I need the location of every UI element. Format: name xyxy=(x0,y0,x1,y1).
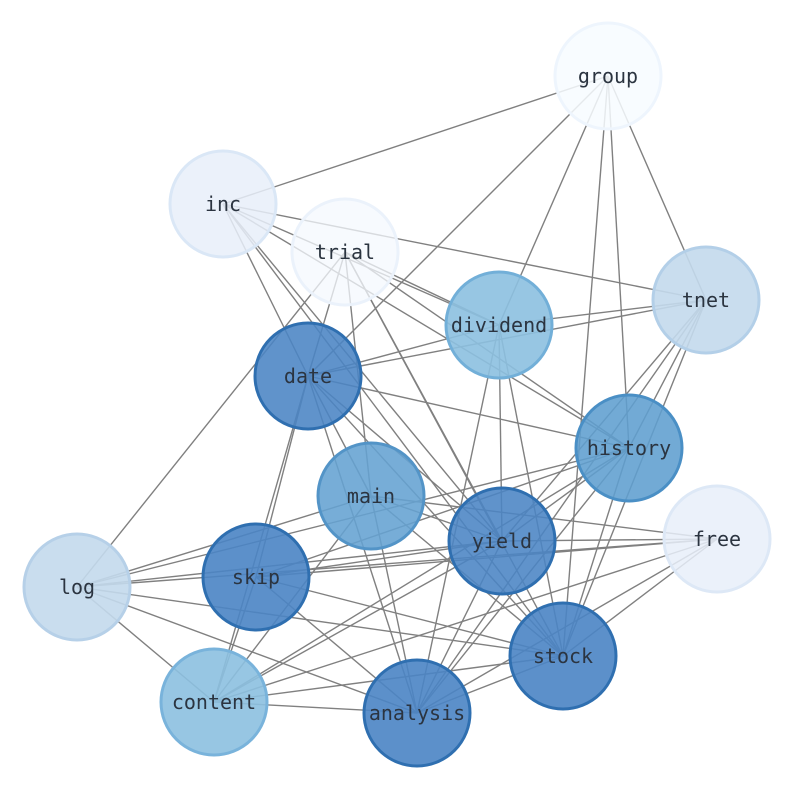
node-label-history: history xyxy=(587,436,671,460)
node-label-log: log xyxy=(59,575,95,599)
node-label-main: main xyxy=(347,484,395,508)
node-tnet[interactable]: tnet xyxy=(651,245,761,355)
node-circle-trial[interactable] xyxy=(290,197,400,307)
node-label-trial: trial xyxy=(315,240,375,264)
node-dividend[interactable]: dividend xyxy=(444,270,554,380)
node-label-group: group xyxy=(578,64,638,88)
edge-group-inc xyxy=(222,75,609,205)
node-circle-history[interactable] xyxy=(574,393,684,503)
node-circle-main[interactable] xyxy=(316,441,426,551)
edge-tnet-analysis xyxy=(416,299,707,714)
node-circle-log[interactable] xyxy=(22,532,132,642)
node-main[interactable]: main xyxy=(316,441,426,551)
edge-log-stock xyxy=(76,586,564,657)
edge-group-stock xyxy=(562,75,609,657)
node-free[interactable]: free xyxy=(662,484,772,594)
node-inc[interactable]: inc xyxy=(168,149,278,259)
node-label-dividend: dividend xyxy=(451,313,547,337)
node-circle-free[interactable] xyxy=(662,484,772,594)
node-log[interactable]: log xyxy=(22,532,132,642)
node-stock[interactable]: stock xyxy=(508,601,618,711)
edge-history-skip xyxy=(255,447,630,578)
node-label-date: date xyxy=(284,364,332,388)
node-history[interactable]: history xyxy=(574,393,684,503)
edge-free-log xyxy=(76,538,718,588)
node-date[interactable]: date xyxy=(253,321,363,431)
edge-dividend-stock xyxy=(498,324,564,657)
node-circle-skip[interactable] xyxy=(201,522,311,632)
edge-date-history xyxy=(307,375,630,449)
edge-yield-content xyxy=(213,540,503,703)
edge-group-history xyxy=(607,75,630,449)
edge-trial-log xyxy=(76,251,346,588)
node-skip[interactable]: skip xyxy=(201,522,311,632)
node-yield[interactable]: yield xyxy=(447,486,557,596)
node-label-skip: skip xyxy=(232,565,280,589)
node-label-content: content xyxy=(172,690,256,714)
node-group[interactable]: group xyxy=(553,21,663,131)
node-circle-date[interactable] xyxy=(253,321,363,431)
node-label-yield: yield xyxy=(472,529,532,553)
edge-inc-history xyxy=(222,203,630,449)
node-circle-group[interactable] xyxy=(553,21,663,131)
node-label-tnet: tnet xyxy=(682,288,730,312)
edge-free-content xyxy=(213,538,718,703)
edge-history-content xyxy=(213,447,630,703)
node-label-analysis: analysis xyxy=(369,701,465,725)
edge-group-date xyxy=(307,75,609,377)
edge-date-stock xyxy=(307,375,564,657)
node-circle-dividend[interactable] xyxy=(444,270,554,380)
edge-log-analysis xyxy=(76,586,418,714)
node-label-stock: stock xyxy=(533,644,593,668)
node-circle-stock[interactable] xyxy=(508,601,618,711)
node-circle-inc[interactable] xyxy=(168,149,278,259)
node-trial[interactable]: trial xyxy=(290,197,400,307)
node-label-free: free xyxy=(693,527,741,551)
node-circle-content[interactable] xyxy=(159,647,269,757)
node-label-inc: inc xyxy=(205,192,241,216)
edge-inc-yield xyxy=(222,203,503,542)
node-circle-yield[interactable] xyxy=(447,486,557,596)
node-circle-analysis[interactable] xyxy=(362,658,472,768)
node-analysis[interactable]: analysis xyxy=(362,658,472,768)
node-circle-tnet[interactable] xyxy=(651,245,761,355)
node-content[interactable]: content xyxy=(159,647,269,757)
node-layer: group inc trial tnet dividend date history main… xyxy=(22,21,772,768)
